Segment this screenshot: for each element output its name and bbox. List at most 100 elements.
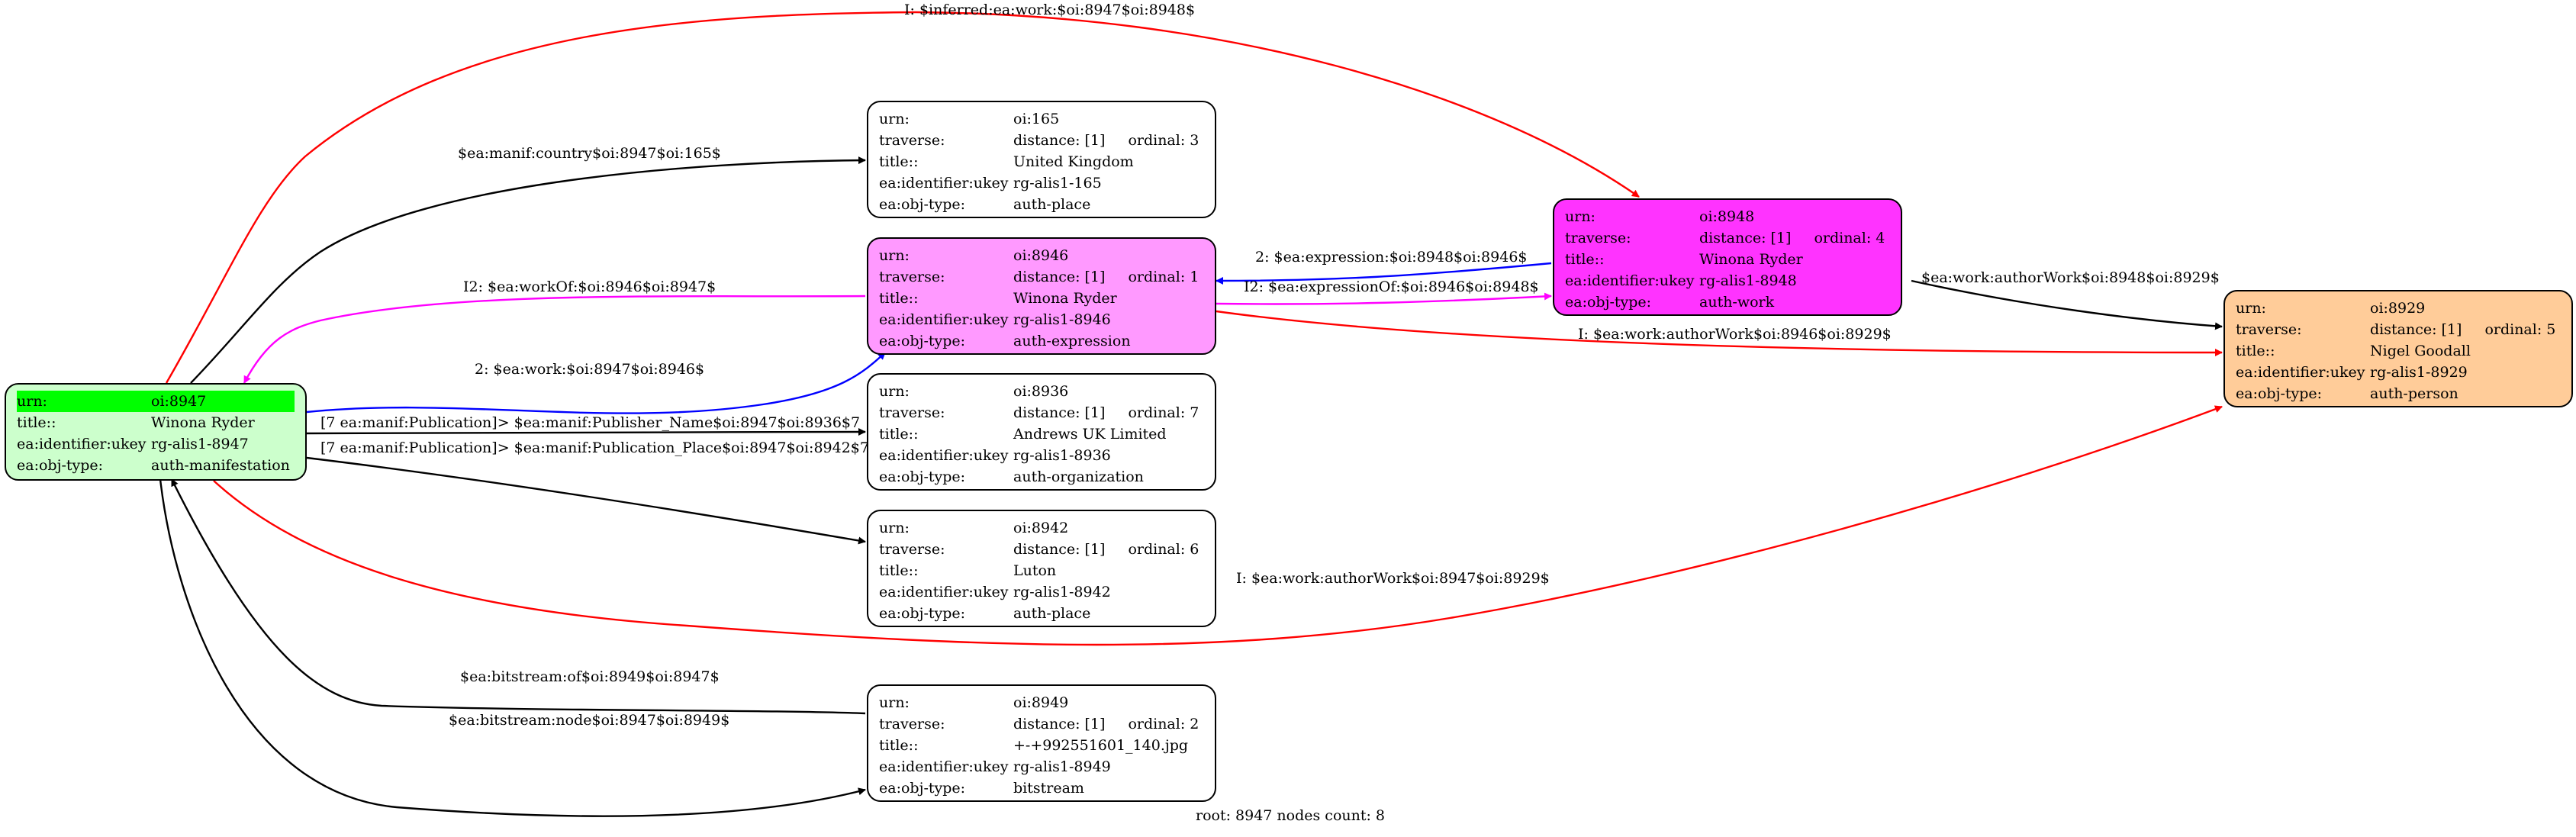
- label-bitstream-of: $ea:bitstream:of$oi:8949$oi:8947$: [460, 668, 720, 685]
- field-value: distance: [1]: [1013, 541, 1106, 558]
- node-row-urn: urn: oi:8929: [2236, 298, 2561, 319]
- field-key: ea:identifier:ukey: [1565, 272, 1695, 289]
- edge-pub-place: [306, 456, 866, 545]
- field-key: ea:identifier:ukey: [879, 584, 1009, 600]
- field-key: ea:obj-type:: [1565, 294, 1652, 311]
- field-key: ea:obj-type:: [879, 196, 966, 213]
- edge-bitstream-node: [159, 478, 866, 817]
- field-value: ordinal: 1: [1128, 269, 1199, 285]
- field-key: title::: [879, 290, 919, 307]
- node-oi-8948[interactable]: urn:oi:8948 traverse:distance: [1]ordina…: [1553, 198, 1902, 316]
- field-value: ordinal: 5: [2484, 321, 2556, 338]
- field-value: ordinal: 3: [1128, 132, 1199, 149]
- label-work: 2: $ea:work:$oi:8947$oi:8946$: [475, 361, 704, 378]
- field-key: traverse:: [879, 541, 945, 558]
- field-value: auth-place: [1013, 196, 1091, 213]
- field-key: urn:: [879, 247, 910, 264]
- node-oi-8936[interactable]: urn:oi:8936 traverse:distance: [1]ordina…: [867, 373, 1216, 491]
- label-manif-country: $ea:manif:country$oi:8947$oi:165$: [458, 145, 721, 162]
- field-value: rg-alis1-8948: [1699, 272, 1797, 289]
- field-key: title::: [17, 414, 56, 431]
- node-row-objtype: ea:obj-type:auth-place: [879, 603, 1204, 624]
- field-value: auth-expression: [1013, 333, 1131, 349]
- field-key: title::: [879, 426, 919, 443]
- field-key: urn:: [879, 383, 910, 400]
- field-key: ea:obj-type:: [879, 780, 966, 797]
- node-row-urn: urn:oi:8948: [1565, 206, 1890, 227]
- node-row-objtype: ea:obj-type: auth-place: [879, 194, 1204, 215]
- node-oi-8929[interactable]: urn: oi:8929 traverse: distance: [1] ordina…: [2223, 290, 2573, 407]
- field-value: oi:165: [1013, 111, 1060, 127]
- field-value: ordinal: 2: [1128, 716, 1199, 732]
- node-row-objtype: ea:obj-type: auth-expression: [879, 330, 1204, 352]
- field-key: ea:obj-type:: [879, 605, 966, 622]
- node-row-title: title::Winona Ryder: [1565, 249, 1890, 270]
- field-key: ea:obj-type:: [2236, 385, 2323, 402]
- label-authorwork-8948: $ea:work:authorWork$oi:8948$oi:8929$: [1921, 269, 2220, 286]
- field-key: ea:obj-type:: [879, 333, 966, 349]
- field-key: title::: [879, 562, 919, 579]
- node-row-title: title::Luton: [879, 560, 1204, 581]
- field-value: oi:8929: [2370, 300, 2426, 317]
- field-value: oi:8949: [1013, 694, 1069, 711]
- node-row-traverse: traverse:distance: [1]ordinal: 6: [879, 539, 1204, 560]
- field-value: rg-alis1-8946: [1013, 311, 1111, 328]
- node-oi-8947[interactable]: urn: oi:8947 title:: Winona Ryder ea:ide…: [5, 383, 307, 481]
- edge-publisher: [306, 428, 866, 436]
- field-value: +-+992551601_140.jpg: [1013, 737, 1189, 754]
- node-row-urn: urn: oi:8949: [879, 692, 1204, 713]
- edge-authorwork-8947: [213, 405, 2223, 646]
- field-key: urn:: [879, 694, 910, 711]
- field-key: title::: [1565, 251, 1605, 268]
- field-key: urn:: [2236, 300, 2266, 317]
- field-value: Luton: [1013, 562, 1057, 579]
- field-key: urn:: [17, 393, 47, 410]
- edge-authorwork-8948: [1911, 279, 2223, 330]
- edge-expression: [1216, 262, 1552, 285]
- field-value: Winona Ryder: [1699, 251, 1803, 268]
- field-value: auth-person: [2370, 385, 2458, 402]
- field-key: title::: [2236, 343, 2275, 359]
- node-row-urn: urn:oi:8942: [879, 517, 1204, 539]
- node-row-traverse: traverse:distance: [1]ordinal: 1: [879, 266, 1204, 288]
- node-row-urn: urn: oi:8947: [17, 391, 295, 412]
- field-value: oi:8946: [1013, 247, 1069, 264]
- node-row-urn: urn: oi:8946: [879, 245, 1204, 266]
- field-value: Winona Ryder: [151, 414, 255, 431]
- node-row-urn: urn: oi:8936: [879, 381, 1204, 402]
- node-row-title: title::Winona Ryder: [879, 288, 1204, 309]
- field-key: traverse:: [879, 132, 945, 149]
- edge-manif-country: [190, 156, 866, 384]
- label-authorwork-8946: I: $ea:work:authorWork$oi:8946$oi:8929$: [1578, 326, 1892, 343]
- node-oi-165[interactable]: urn:oi:165 traverse:distance: [1]ordinal…: [867, 101, 1216, 218]
- node-oi-8949[interactable]: urn:oi:8949 traverse:distance: [1]ordina…: [867, 684, 1216, 802]
- field-value: auth-organization: [1013, 468, 1144, 485]
- field-value: distance: [1]: [1699, 230, 1792, 246]
- field-value: distance: [1]: [1013, 269, 1106, 285]
- node-row-urn: urn: oi:165: [879, 108, 1204, 130]
- field-value: distance: [1]: [1013, 404, 1106, 421]
- node-row-objtype: ea:obj-type:auth-work: [1565, 291, 1890, 313]
- field-key: title::: [879, 153, 919, 170]
- field-value: oi:8947: [151, 393, 207, 410]
- field-key: ea:identifier:ukey: [879, 447, 1009, 464]
- field-key: ea:identifier:ukey: [879, 758, 1009, 775]
- node-row-traverse: traverse: distance: [1] ordinal: 5: [2236, 319, 2561, 340]
- label-inferred-work: I: $inferred:ea:work:$oi:8947$oi:8948$: [904, 2, 1195, 18]
- field-value: United Kingdom: [1013, 153, 1134, 170]
- field-key: traverse:: [2236, 321, 2302, 338]
- label-publisher: [7 ea:manif:Publication]> $ea:manif:Publ…: [320, 414, 860, 431]
- field-value: distance: [1]: [1013, 716, 1106, 732]
- node-oi-8942[interactable]: urn:oi:8942 traverse:distance: [1]ordina…: [867, 510, 1216, 627]
- field-key: urn:: [879, 111, 910, 127]
- field-value: oi:8936: [1013, 383, 1069, 400]
- field-value: ordinal: 7: [1128, 404, 1199, 421]
- field-key: ea:identifier:ukey: [2236, 364, 2365, 381]
- node-oi-8946[interactable]: urn:oi:8946 traverse:distance: [1]ordina…: [867, 237, 1216, 355]
- field-value: distance: [1]: [2370, 321, 2462, 338]
